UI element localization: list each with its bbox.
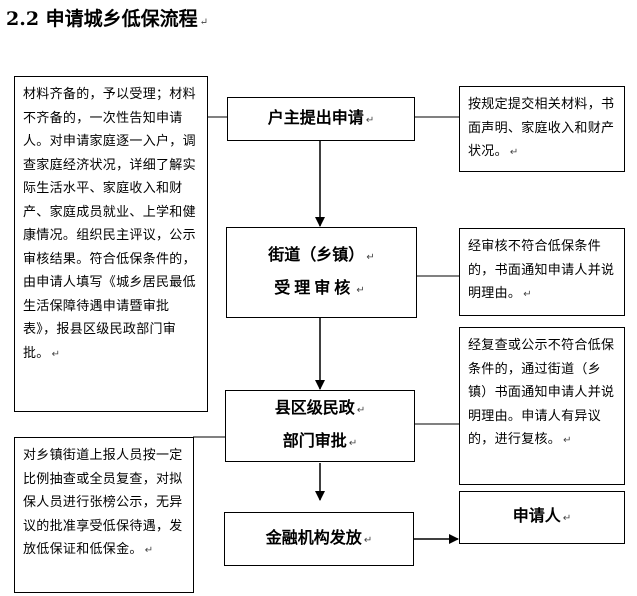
note-right-top: 按规定提交相关材料，书面声明、家庭收入和财产状况。↵ [459,86,625,172]
note-left-top-text: 材料齐备的，予以受理；材料不齐备的，一次性告知申请人。对申请家庭逐一入户，调查家… [23,87,196,361]
step-bank-label: 金融机构发放 [265,527,362,547]
note-right-mid: 经审核不符合低保条件的，书面通知申请人并说明理由。↵ [459,228,625,316]
note-right-mid-text: 经审核不符合低保条件的，书面通知申请人并说明理由。 [468,239,615,301]
note-right-top-text: 按规定提交相关材料，书面声明、家庭收入和财产状况。 [468,97,615,159]
step-apply-label: 户主提出申请 [267,107,364,127]
step-street-line1: 街道（乡镇） [268,244,365,264]
note-left-bottom-text: 对乡镇街道上报人员按一定比例抽查或全员复查，对拟保人员进行张榜公示，无异议的批准… [23,448,183,557]
step-apply: 户主提出申请↵ [227,97,415,141]
step-county-approval: 县区级民政↵ 部门审批↵ [225,390,415,462]
note-left-bottom: 对乡镇街道上报人员按一定比例抽查或全员复查，对拟保人员进行张榜公示，无异议的批准… [14,437,194,593]
step-bank-payout: 金融机构发放↵ [224,512,414,566]
note-right-bottom-text: 经复查或公示不符合低保条件的，通过街道（乡镇）书面通知申请人并说明理由。申请人有… [468,338,615,447]
step-county-line1: 县区级民政 [274,398,355,417]
note-left-top: 材料齐备的，予以受理；材料不齐备的，一次性告知申请人。对申请家庭逐一入户，调查家… [14,76,208,412]
page-title: 2.2 申请城乡低保流程↵ [6,8,209,30]
step-county-line2: 部门审批 [282,431,347,450]
step-applicant: 申请人↵ [459,491,625,544]
step-street-review: 街道（乡镇）↵ 受理审核↵ [226,227,417,318]
note-right-bottom: 经复查或公示不符合低保条件的，通过街道（乡镇）书面通知申请人并说明理由。申请人有… [459,327,625,485]
step-street-line2: 受理审核 [274,277,355,297]
step-applicant-label: 申请人 [512,506,561,525]
